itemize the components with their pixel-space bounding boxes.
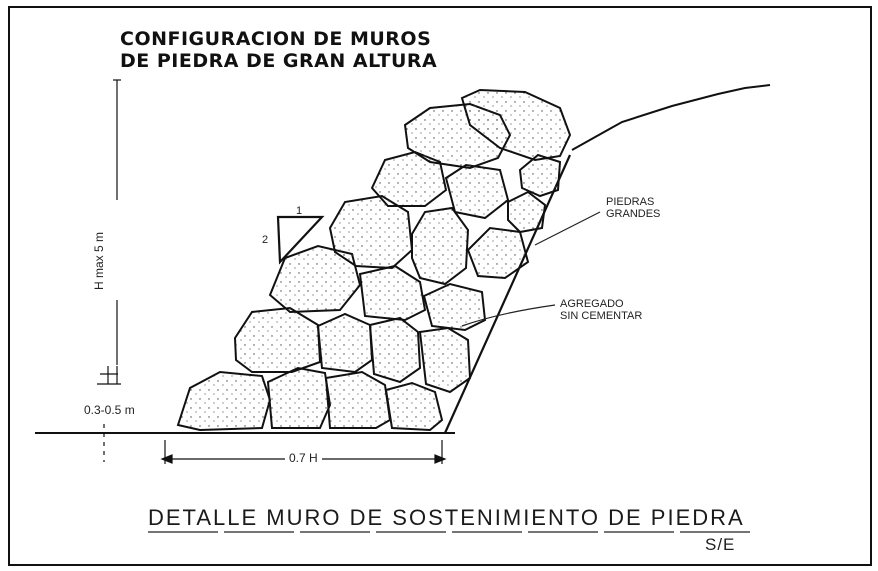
stone-block	[460, 88, 572, 162]
wall-back-face	[443, 154, 572, 434]
leader-line-aggregate	[461, 304, 556, 327]
slope-label-vertical: 1	[296, 205, 303, 217]
slope-triangle	[276, 215, 325, 265]
label-large-stones: PIEDRAS GRANDES	[606, 196, 660, 220]
leader-line-large-stones	[534, 211, 601, 246]
scale-note: S/E	[705, 535, 736, 554]
stone-block	[384, 381, 444, 432]
label-aggregate: AGREGADO SIN CEMENTAR	[560, 298, 642, 322]
stone-blocks	[176, 88, 572, 432]
stone-block	[370, 150, 448, 207]
stone-block	[268, 244, 362, 314]
stone-block	[324, 370, 392, 429]
stone-block	[266, 366, 332, 429]
stone-block	[411, 206, 470, 286]
label-aggregate-line-2: SIN CEMENTAR	[560, 310, 643, 322]
drawing-title: CONFIGURACION DE MUROS DE PIEDRA DE GRAN…	[120, 28, 437, 72]
stone-block	[176, 370, 272, 432]
stone-block	[358, 264, 427, 322]
backfill-slope-line	[571, 84, 771, 151]
stone-block	[422, 282, 487, 332]
drawing-frame	[8, 6, 872, 566]
embed-dimension	[97, 366, 121, 462]
label-large-stones-line-1: PIEDRAS	[606, 196, 655, 208]
embed-depth-label: 0.3-0.5 m	[84, 403, 135, 417]
drawing-caption: DETALLE MURO DE SOSTENIMIENTO DE PIEDRA	[148, 505, 745, 530]
stone-block	[507, 190, 547, 234]
stone-block	[418, 326, 472, 394]
height-dimension	[113, 79, 121, 365]
base-width-label: 0.7 H	[285, 452, 322, 464]
stone-block	[368, 316, 422, 384]
stone-block	[518, 153, 562, 198]
label-aggregate-line-1: AGREGADO	[560, 298, 624, 310]
label-large-stones-line-2: GRANDES	[606, 208, 661, 220]
stone-block	[316, 312, 374, 374]
stone-block	[466, 226, 530, 280]
title-line-1: CONFIGURACION DE MUROS	[120, 28, 432, 50]
stone-block	[233, 306, 322, 373]
slope-label-horizontal: 2	[262, 234, 269, 246]
height-label: H max 5 m	[92, 231, 106, 290]
title-line-2: DE PIEDRA DE GRAN ALTURA	[120, 50, 438, 72]
stone-block	[444, 163, 510, 220]
